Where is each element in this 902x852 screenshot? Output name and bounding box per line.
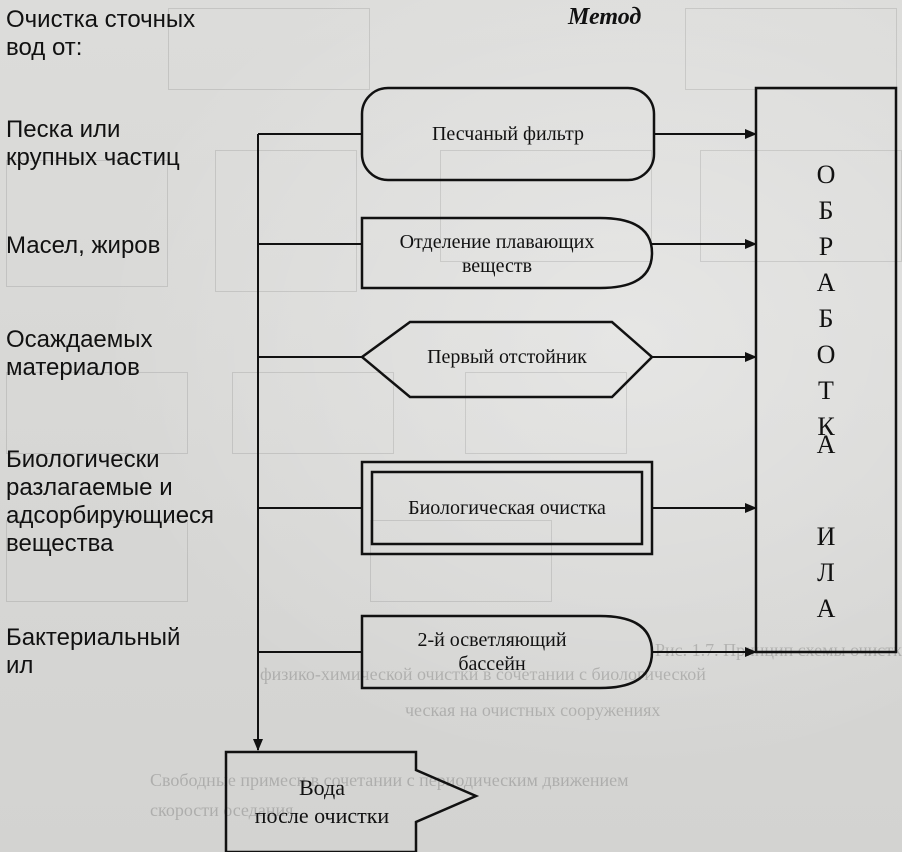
sludge-treatment-box	[754, 86, 898, 654]
pollutant-label: Песка или крупных частиц	[6, 116, 180, 171]
ghost-box	[685, 8, 897, 90]
output-label: Вода после очистки	[254, 775, 390, 828]
sludge-letter: Т	[818, 376, 834, 405]
ghost-text: скорости оседания	[150, 800, 294, 820]
ghost-box	[232, 372, 394, 454]
sludge-letter: И	[816, 522, 836, 551]
method-title: Метод	[568, 4, 642, 30]
ghost-text: Свободные примеси в сочетании с периодич…	[150, 770, 629, 790]
pollutant-label: Бактериальный ил	[6, 624, 181, 679]
sludge-letter: К	[817, 412, 835, 441]
sludge-letter: Б	[818, 304, 834, 333]
sludge-letter: Л	[817, 558, 835, 587]
ghost-box	[465, 372, 627, 454]
method-label: 2-й осветляющий бассейн	[417, 629, 567, 675]
sludge-letter: О	[816, 340, 836, 369]
method-label: Песчаный фильтр	[431, 123, 585, 145]
ghost-text: физико-химической очистки в сочетании с …	[260, 664, 706, 684]
ghost-text: Рис. 1.7. Принцип схемы очистки промышле…	[655, 640, 902, 660]
ghost-box	[6, 372, 188, 454]
sludge-letter: А	[816, 430, 836, 459]
pollutant-label: Осаждаемых материалов	[6, 326, 153, 381]
method-label: Отделение плавающих веществ	[399, 231, 595, 277]
method-label: Первый отстойник	[427, 346, 587, 368]
sludge-letter: Р	[818, 232, 834, 261]
pollutant-label: Биологически разлагаемые и адсорбирующие…	[6, 446, 215, 557]
sludge-letter: О	[816, 160, 836, 189]
ghost-box	[215, 150, 357, 292]
ghost-box	[370, 520, 552, 602]
bio-treatment-inner	[370, 470, 644, 546]
sludge-letter: А	[816, 594, 836, 623]
output-water-shape	[224, 750, 480, 852]
ghost-text: ческая на очистных сооружениях	[405, 700, 661, 720]
sludge-letter: Б	[818, 196, 834, 225]
ghost-box	[168, 8, 370, 90]
method-label: Биологическая очистка	[408, 497, 606, 519]
ghost-box	[6, 520, 188, 602]
header-title: Очистка сточных вод от:	[6, 6, 196, 61]
flotation-shape	[360, 216, 654, 290]
ghost-box	[440, 150, 652, 262]
ghost-box	[6, 160, 168, 287]
pollutant-label: Масел, жиров	[6, 232, 161, 259]
sludge-letter: А	[816, 268, 836, 297]
